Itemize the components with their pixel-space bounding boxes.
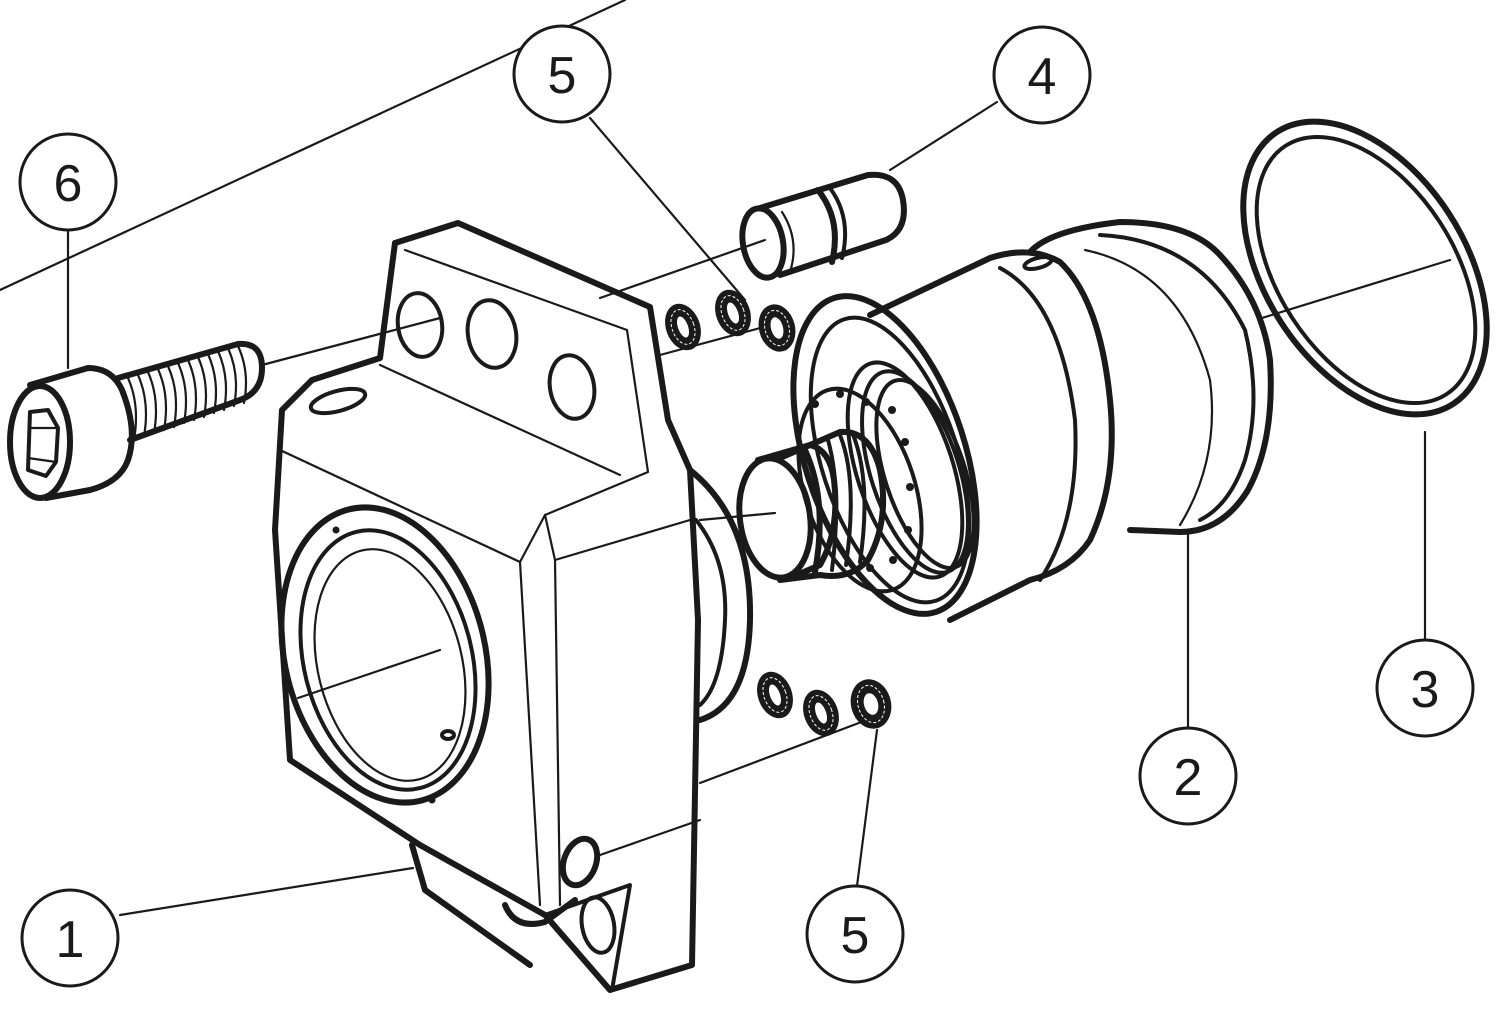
small-o-ring — [757, 671, 793, 719]
cartridge-spring — [845, 360, 976, 580]
oring-axis-line — [1260, 258, 1452, 320]
housing-block — [272, 220, 754, 993]
front-bore-outer — [278, 504, 492, 806]
callout-3-label: 3 — [1411, 661, 1440, 719]
bore-hole-1 — [395, 291, 445, 359]
coolant-pin — [739, 171, 907, 281]
callout-5-upper-label: 5 — [548, 47, 577, 105]
small-o-ring — [850, 679, 892, 729]
rear-flange-arc-inner — [694, 518, 728, 707]
small-o-ring — [665, 303, 701, 351]
cartridge-front-flange — [790, 293, 980, 617]
cartridge-nose-face — [736, 455, 814, 581]
socket-head-cap-screw — [7, 340, 265, 501]
large-o-ring — [1240, 118, 1490, 418]
cartridge-rear-band — [1083, 248, 1214, 527]
front-bore-pin-hole — [332, 526, 340, 534]
callout-1: 1 — [20, 888, 120, 988]
hex-socket-icon — [26, 408, 60, 478]
lower-seal-axis-line — [698, 713, 882, 785]
screw-head-face — [7, 383, 73, 501]
housing-front-corner-edge — [518, 560, 542, 907]
callout-2-label: 2 — [1174, 749, 1203, 807]
small-o-rings-lower — [757, 671, 892, 737]
callout-3: 3 — [1375, 638, 1475, 738]
leader-line-5-lower — [855, 728, 879, 888]
callout-4-label: 4 — [1028, 48, 1057, 106]
cartridge-collet — [777, 428, 887, 583]
cartridge-nose — [755, 442, 839, 581]
cartridge-mid-band — [998, 266, 1078, 582]
callouts: 6 5 4 3 2 5 1 — [18, 24, 1475, 988]
cartridge-rear-rim — [1098, 233, 1256, 522]
callout-5-lower: 5 — [805, 884, 905, 984]
pin-chamfer — [780, 210, 795, 274]
bore-hole-3 — [547, 353, 597, 421]
assembly-axis-lines — [0, 0, 1452, 785]
housing-lower-side-edge — [598, 818, 702, 857]
callout-4: 4 — [992, 25, 1092, 125]
callout-5-upper: 5 — [512, 24, 612, 124]
callout-6-label: 6 — [54, 155, 83, 213]
large-o-ring-outer — [1240, 118, 1490, 418]
cartridge-unit — [736, 219, 1274, 623]
front-bore-pin-hole-lower — [428, 796, 436, 804]
leader-lines — [66, 100, 1427, 917]
top-threaded-hole — [308, 386, 368, 416]
bore-hole-2 — [465, 298, 519, 370]
callout-5-lower-label: 5 — [841, 907, 870, 965]
pin-axis-line — [598, 238, 767, 300]
housing-side-top-edge — [553, 518, 692, 562]
front-bore-lip — [313, 548, 467, 782]
pin-body — [757, 171, 907, 278]
housing-side-corner-edge — [543, 513, 562, 907]
small-o-ring — [715, 289, 751, 337]
large-o-ring-inner — [1254, 134, 1478, 406]
small-o-rings-upper — [665, 289, 796, 352]
lower-bore-hole — [579, 895, 617, 955]
callout-2: 2 — [1138, 726, 1238, 826]
small-o-ring — [803, 689, 839, 737]
leader-line-4 — [888, 100, 999, 172]
cartridge-nose-groove — [802, 447, 823, 575]
pin-end-face — [739, 205, 787, 281]
cartridge-plate-holes — [811, 390, 914, 572]
bottom-chamfer — [502, 897, 578, 927]
small-o-ring — [758, 304, 796, 352]
callout-6: 6 — [18, 132, 118, 232]
callout-1-label: 1 — [56, 911, 85, 969]
rear-flange-arc — [687, 467, 754, 723]
leader-line-1 — [118, 866, 415, 917]
coolant-outlet-hole — [559, 835, 601, 889]
housing-left-upper-outline — [272, 240, 398, 533]
housing-outline-lower — [272, 467, 701, 993]
screw-shank — [115, 340, 265, 443]
bottom-wedge — [543, 883, 632, 992]
housing-ledge-edge — [378, 363, 622, 477]
housing-top-outline — [392, 220, 693, 473]
cartridge-rear-body — [1027, 219, 1274, 535]
screw-axis-line — [260, 316, 442, 367]
screw-head-body — [27, 365, 135, 501]
cartridge-key-slot — [1022, 254, 1054, 272]
front-bore-notch — [440, 729, 456, 741]
housing-top-face — [403, 248, 650, 517]
pin-groove-2 — [828, 186, 848, 260]
front-bore-inner — [298, 528, 478, 792]
pin-groove — [815, 187, 838, 265]
leader-line-5-upper — [588, 116, 747, 302]
bottom-tab — [409, 842, 533, 968]
front-bore-axis — [296, 648, 442, 700]
screw-threads — [126, 344, 248, 442]
